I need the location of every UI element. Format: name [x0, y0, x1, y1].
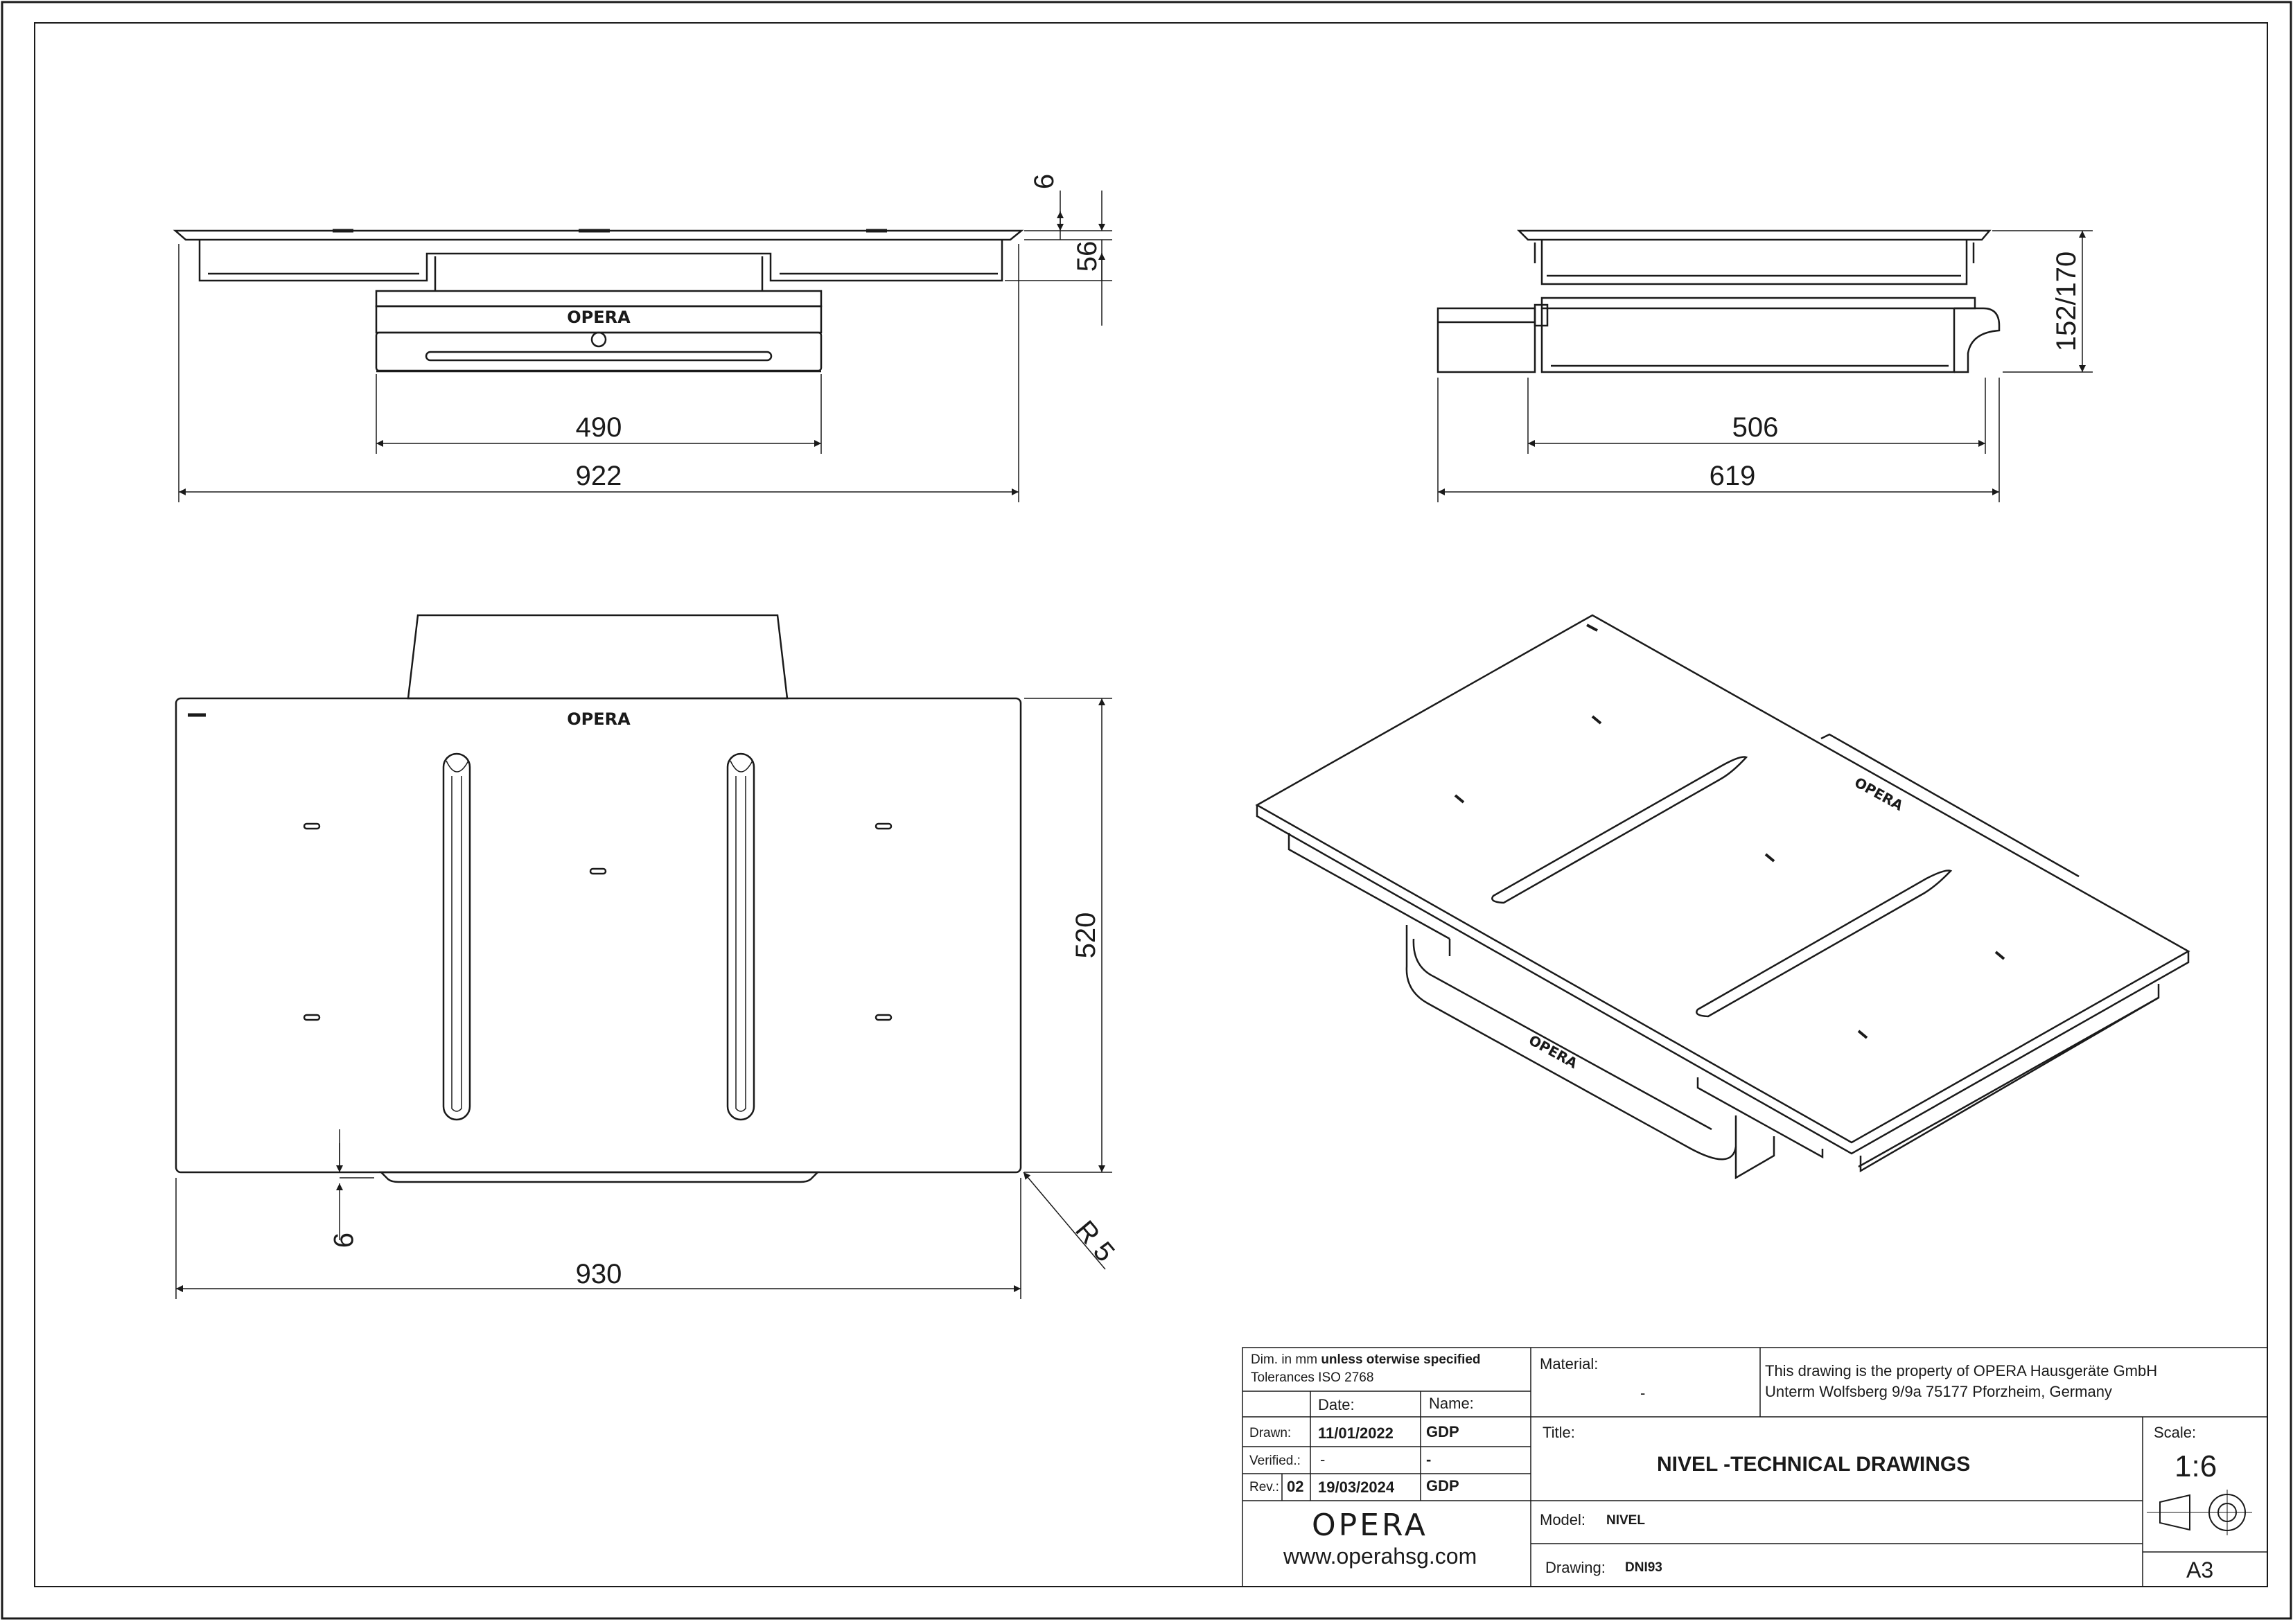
plan-view-glass	[175, 697, 1022, 1174]
drawn-name: GDP	[1426, 1423, 1459, 1440]
front-view	[173, 229, 1024, 373]
plan-view-vent-slot-right	[726, 752, 755, 1121]
projection-symbol-icon	[2147, 1490, 2252, 1535]
isometric-logo-fan: OPERA	[1526, 1032, 1581, 1072]
side-view-fan-body	[1540, 308, 1956, 373]
dim-front-height: 56	[1072, 241, 1102, 272]
name-header: Name:	[1429, 1395, 1474, 1412]
dim-side-inner-width: 506	[1732, 412, 1779, 443]
dim-side-height: 152/170	[2051, 251, 2082, 352]
dim-front-inner-width: 490	[576, 412, 622, 443]
tolerances-note: Tolerances ISO 2768	[1251, 1370, 1374, 1385]
title-label: Title:	[1543, 1424, 1575, 1441]
front-view-logo: OPERA	[567, 308, 631, 327]
plan-view-zone-mark-tr	[875, 822, 893, 830]
plan-view-logo: OPERA	[567, 709, 631, 729]
rev-date: 19/03/2024	[1318, 1479, 1395, 1496]
dim-front-total-width: 922	[576, 461, 622, 491]
dim-corner-radius: R 5	[1069, 1215, 1121, 1268]
drawing-label: Drawing:	[1545, 1559, 1606, 1576]
plan-view-zone-mark-center	[589, 867, 607, 875]
side-view-frame	[1540, 240, 1968, 285]
material-value: -	[1640, 1384, 1646, 1402]
dim-side-total-width: 619	[1710, 461, 1756, 491]
dim-note-prefix: Dim. in mm	[1251, 1352, 1321, 1367]
front-view-fan-top	[375, 290, 823, 308]
verified-label: Verified.:	[1249, 1454, 1301, 1468]
isometric-vent-slot-right	[1696, 870, 1953, 1018]
plan-view-zone-mark-bl	[303, 1014, 321, 1021]
date-header: Date:	[1318, 1396, 1355, 1413]
scale-label: Scale:	[2154, 1424, 2197, 1441]
drawn-label: Drawn:	[1249, 1426, 1292, 1440]
dim-plan-width: 930	[576, 1259, 622, 1289]
model-value: NIVEL	[1606, 1513, 1645, 1528]
side-view-fan-housing	[1437, 307, 1536, 373]
model-label: Model:	[1540, 1511, 1586, 1528]
drawing-number: DNI93	[1625, 1560, 1662, 1575]
plan-view-fan-housing	[407, 614, 789, 700]
property-line-2: Unterm Wolfsberg 9/9a 75177 Pforzheim, G…	[1765, 1383, 2112, 1400]
company-website[interactable]: www.operahsg.com	[1283, 1544, 1477, 1569]
plan-view-zone-mark-br	[875, 1014, 893, 1021]
property-line-1: This drawing is the property of OPERA Ha…	[1765, 1362, 2158, 1379]
isometric-view	[1255, 614, 2190, 1180]
side-view-dimensions	[1437, 230, 2093, 502]
rev-label: Rev.:	[1249, 1480, 1279, 1494]
plan-view-vent-slot-left	[442, 752, 471, 1121]
rev-number: 02	[1287, 1478, 1304, 1495]
plan-view	[175, 614, 1022, 1183]
title-block-grid	[1242, 1347, 2268, 1587]
front-view-frame	[198, 240, 1003, 282]
side-view	[1437, 229, 2001, 373]
rev-name: GDP	[1426, 1477, 1459, 1494]
dim-front-top-thickness: 6	[1029, 174, 1060, 189]
dim-plan-depth: 520	[1071, 912, 1101, 959]
paper-size: A3	[2186, 1557, 2214, 1582]
side-view-outlet	[1954, 307, 2001, 373]
isometric-glass-top	[1255, 614, 2190, 1144]
scale-value: 1:6	[2175, 1449, 2217, 1483]
front-view-glass-top	[173, 229, 1024, 241]
drawing-title: NIVEL -TECHNICAL DRAWINGS	[1657, 1453, 1971, 1476]
inner-border	[34, 22, 2268, 1587]
dim-note: Dim. in mm unless oterwise specified	[1251, 1352, 1481, 1368]
verified-name: -	[1426, 1451, 1432, 1468]
drawn-date: 11/01/2022	[1318, 1424, 1394, 1442]
dim-note-bold: unless oterwise specified	[1321, 1352, 1481, 1367]
isometric-glass-edge	[1256, 805, 2190, 1155]
isometric-vent-slot-left	[1491, 756, 1748, 904]
isometric-logo-top: OPERA	[1852, 774, 1906, 814]
dim-plan-offset: 9	[328, 1233, 358, 1248]
verified-date: -	[1320, 1451, 1326, 1468]
material-label: Material:	[1540, 1355, 1599, 1373]
plan-view-dimensions	[175, 698, 1112, 1299]
front-view-dimensions	[178, 191, 1112, 502]
company-logo: OPERA	[1312, 1508, 1428, 1543]
plan-view-zone-mark-tl	[303, 822, 321, 830]
side-view-glass-top	[1516, 229, 1992, 241]
plan-view-front-lip	[378, 1171, 820, 1183]
